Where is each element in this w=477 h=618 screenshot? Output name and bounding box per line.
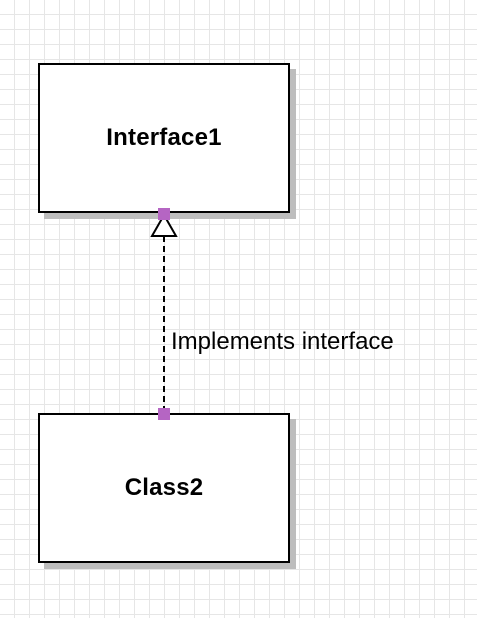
source-endpoint-handle[interactable] xyxy=(158,408,170,420)
target-endpoint-handle[interactable] xyxy=(158,208,170,220)
class-name: Class2 xyxy=(124,474,204,501)
interface-node[interactable]: Interface1 xyxy=(38,63,290,213)
relationship-label[interactable]: Implements interface xyxy=(171,328,394,355)
interface-name: Interface1 xyxy=(106,124,222,151)
class-node[interactable]: Class2 xyxy=(38,413,290,563)
hollow-triangle-arrowhead xyxy=(150,212,178,237)
